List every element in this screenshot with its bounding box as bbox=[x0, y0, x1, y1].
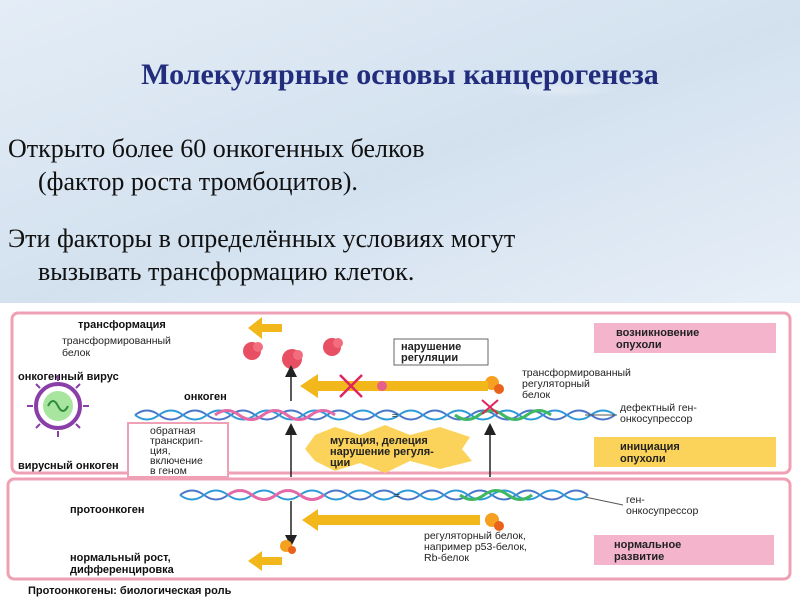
regulatory-protein-icon bbox=[485, 376, 504, 394]
transformation-arrow bbox=[248, 317, 282, 339]
label-reverse-transcription-3: ция, bbox=[150, 445, 170, 457]
label-viral-oncogene: вирусный онкоген bbox=[18, 460, 119, 472]
diagram-caption: Протоонкогены: биологическая роль bbox=[28, 585, 232, 597]
tumor-initiation-box bbox=[594, 437, 776, 467]
label-regulatory-protein-2: например p53-белок, bbox=[424, 541, 527, 553]
label-mutation-1: мутация, делеция bbox=[330, 435, 428, 447]
label-mutation-3: ции bbox=[330, 457, 350, 469]
reverse-transcription-box bbox=[127, 422, 229, 478]
label-normal-development-2: развитие bbox=[614, 551, 664, 563]
label-defective-gene-1: дефектный ген- bbox=[620, 402, 697, 414]
label-tumor-initiation-1: инициация bbox=[620, 441, 680, 453]
label-reverse-transcription-2: транскрип- bbox=[150, 435, 204, 447]
label-normal-growth-1: нормальный рост, bbox=[70, 552, 171, 564]
label-oncogene: онкоген bbox=[184, 391, 227, 403]
label-regulation-failure-1: нарушение bbox=[401, 341, 461, 353]
label-defective-gene-2: онкосупрессор bbox=[620, 413, 693, 425]
break-mark-icon: ≈ bbox=[392, 410, 398, 422]
paragraph-2-line-2: вызывать трансформацию клеток. bbox=[38, 257, 415, 286]
blocked-node-icon bbox=[377, 381, 387, 391]
label-reverse-transcription-5: в геном bbox=[150, 465, 187, 477]
label-reverse-transcription-4: включение bbox=[150, 455, 203, 467]
break-mark-icon: ≈ bbox=[394, 490, 400, 502]
normal-growth-arrow bbox=[248, 551, 282, 571]
tumor-emergence-box bbox=[594, 323, 776, 353]
dna-helix-lower bbox=[179, 489, 589, 501]
regulation-failure-box bbox=[393, 338, 489, 366]
label-mutation-2: нарушение регуля- bbox=[330, 446, 434, 458]
label-regulatory-protein-1: регуляторный белок, bbox=[424, 530, 526, 542]
label-suppressor-gene-1: ген- bbox=[626, 494, 645, 506]
upper-frame bbox=[10, 311, 792, 475]
label-reverse-transcription-1: обратная bbox=[150, 425, 195, 437]
regulatory-protein-icon bbox=[485, 513, 504, 531]
label-tumor-emergence-2: опухоли bbox=[616, 339, 662, 351]
slide-title: Молекулярные основы канцерогенеза bbox=[141, 58, 659, 91]
dna-helix-upper bbox=[134, 409, 616, 421]
carcinogenesis-diagram: трансформация трансформированный белок н… bbox=[0, 303, 800, 600]
label-tumor-emergence-1: возникновение bbox=[616, 327, 699, 339]
label-transformed-regulatory-1: трансформированный bbox=[522, 367, 631, 379]
label-transformed-protein-2: белок bbox=[62, 347, 90, 359]
lower-frame bbox=[6, 477, 792, 581]
protein-small-icon bbox=[280, 540, 296, 554]
label-regulatory-protein-3: Rb-белок bbox=[424, 552, 469, 564]
suppressor-gene-pointer bbox=[584, 496, 624, 506]
paragraph-2-line-1: Эти факторы в определённых условиях могу… bbox=[8, 224, 516, 253]
cross-mark-icon bbox=[339, 374, 363, 398]
mutation-star-box bbox=[305, 425, 472, 473]
paragraph-oncogenic-proteins: Открыто более 60 онкогенных белков (факт… bbox=[8, 132, 768, 198]
protein-blob-icon bbox=[323, 338, 343, 356]
virus-icon bbox=[27, 375, 89, 437]
label-transformed-protein-1: трансформированный bbox=[62, 335, 171, 347]
label-oncogenic-virus: онкогенный вирус bbox=[18, 371, 119, 383]
label-normal-growth-2: дифференцировка bbox=[70, 564, 175, 576]
normal-development-box bbox=[594, 535, 774, 565]
regulation-arrow bbox=[302, 509, 480, 531]
paragraph-1-line-2: (фактор роста тромбоцитов). bbox=[38, 167, 358, 196]
label-protooncogene: протоонкоген bbox=[70, 504, 145, 516]
protein-blob-icon bbox=[243, 342, 263, 360]
gene-cross-icon bbox=[481, 399, 499, 415]
inhibition-arrow bbox=[300, 374, 488, 398]
label-transformation: трансформация bbox=[78, 319, 166, 331]
paragraph-transformation: Эти факторы в определённых условиях могу… bbox=[8, 222, 768, 288]
label-regulation-failure-2: регуляции bbox=[401, 352, 458, 364]
label-suppressor-gene-2: онкосупрессор bbox=[626, 505, 699, 517]
protein-blob-icon bbox=[282, 349, 303, 369]
label-tumor-initiation-2: опухоли bbox=[620, 453, 666, 465]
paragraph-1-line-1: Открыто более 60 онкогенных белков bbox=[8, 134, 425, 163]
label-normal-development-1: нормальное bbox=[614, 539, 681, 551]
label-transformed-regulatory-2: регуляторный bbox=[522, 378, 590, 390]
label-transformed-regulatory-3: белок bbox=[522, 389, 550, 401]
